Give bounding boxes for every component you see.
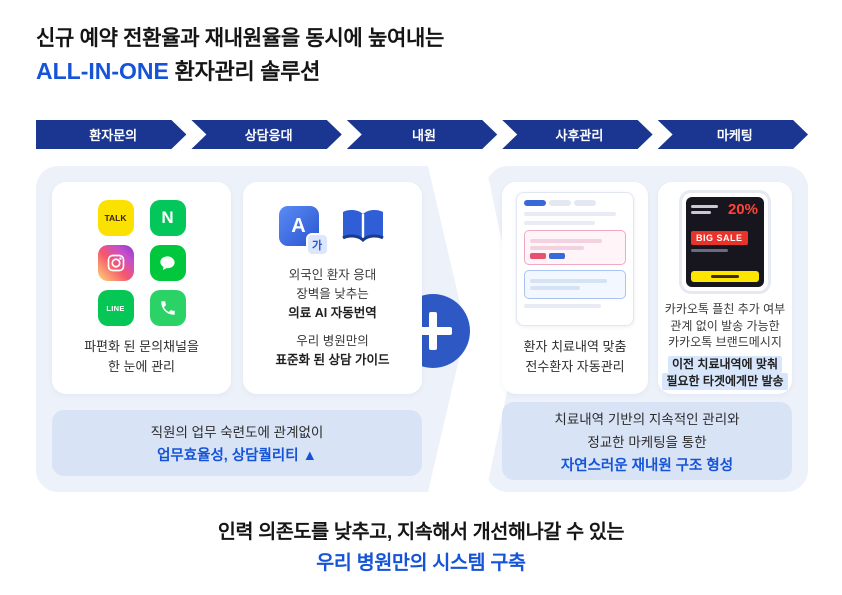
right-benefit-banner: 치료내역 기반의 지속적인 관리와 정교한 마케팅을 통한 자연스러운 재내원 …: [502, 402, 792, 480]
chat-bubble-icon: [149, 245, 186, 281]
preview-text-line: [530, 246, 584, 250]
preview-tags: [530, 253, 620, 259]
preview-tab-active: [524, 200, 546, 206]
preview-info-box: [524, 270, 626, 299]
caption-spacer: [243, 322, 422, 332]
naver-icon: N: [149, 200, 186, 236]
guide-caption-line1: 우리 병원만의: [296, 334, 369, 349]
translation-caption: 외국인 환자 응대 장벽을 낮추는 의료 AI 자동번역 우리 병원만의 표준화…: [243, 266, 422, 370]
marketing-highlight-line1: 이전 치료내역에 맞춰: [667, 355, 783, 374]
step-label: 환자문의: [89, 128, 138, 143]
left-banner-highlight: 업무효율성, 상담퀄리티 ▲: [157, 448, 317, 464]
translate-icon-letter-ga: 가: [305, 233, 329, 256]
translation-card: A 가 외국인 환자 응대 장벽을 낮추는 의료 AI 자동번역 우리 병원만의…: [243, 182, 422, 394]
left-benefit-banner: 직원의 업무 숙련도에 관계없이 업무효율성, 상담퀄리티 ▲: [52, 410, 422, 476]
preview-tag-red: [530, 253, 546, 259]
right-banner-line2: 정교한 마케팅을 통한: [587, 434, 707, 450]
channels-caption-line2: 한 눈에 관리: [107, 358, 176, 374]
preview-tabs: [524, 200, 626, 206]
headline-line2: ALL-IN-ONE 환자관리 솔루션: [36, 54, 320, 86]
naver-icon-label: N: [161, 208, 174, 227]
preview-tab: [549, 200, 571, 206]
guide-caption-line2: 표준화 된 상담 가이드: [275, 353, 390, 367]
phone-preview: 20% BIG SALE: [679, 190, 771, 294]
marketing-caption-line1: 카카오톡 플친 추가 여부: [664, 302, 786, 316]
channels-caption-line1: 파편화 된 문의채널을: [84, 339, 199, 354]
preview-tab: [574, 200, 596, 206]
left-banner-line1: 직원의 업무 숙련도에 관계없이: [150, 425, 324, 440]
promo-text-line: [691, 249, 729, 252]
crm-caption-line1: 환자 치료내역 맞춤: [523, 339, 627, 354]
right-banner-line1: 치료내역 기반의 지속적인 관리와: [554, 411, 740, 427]
step-marketing: 마케팅: [658, 120, 808, 149]
headline-accent: ALL-IN-ONE: [36, 58, 169, 84]
line-icon: LINE: [97, 290, 134, 326]
channels-caption: 파편화 된 문의채널을 한 눈에 관리: [52, 337, 231, 376]
channels-card: TALK N LINE 파편화 된 문의채널을 한 눈에 관리: [52, 182, 231, 394]
step-label: 내원: [412, 128, 436, 143]
crm-card: 환자 치료내역 맞춤 전수환자 자동관리: [502, 182, 648, 394]
footer-line1: 인력 의존도를 낮추고, 지속해서 개선해나갈 수 있는: [217, 521, 625, 543]
marketing-card: 20% BIG SALE 카카오톡 플친 추가 여부 관계 없이 발송 가능한 …: [658, 182, 792, 394]
translation-caption-line1: 외국인 환자 응대: [288, 268, 377, 282]
whatsapp-icon: [149, 290, 186, 326]
open-book-icon: [339, 207, 387, 250]
step-visit: 내원: [347, 120, 497, 149]
kakao-button: [691, 271, 759, 282]
translation-caption-line3: 의료 AI 자동번역: [288, 305, 377, 320]
translation-caption-line2: 장벽을 낮추는: [296, 286, 369, 301]
headline-line1: 신규 예약 전환율과 재내원율을 동시에 높여내는: [36, 27, 445, 50]
headline-rest: 환자관리 솔루션: [168, 59, 321, 84]
preview-text-line: [530, 286, 580, 290]
instagram-icon: [97, 245, 134, 281]
marketing-highlight-line2: 필요한 타겟에게만 발송: [662, 373, 788, 391]
footer-line2: 우리 병원만의 시스템 구축: [316, 552, 526, 574]
step-consult-response: 상담응대: [191, 120, 341, 149]
plus-bar-vertical: [429, 312, 437, 350]
preview-tag-blue: [549, 253, 565, 259]
process-steps: 환자문의 상담응대 내원 사후관리 마케팅: [36, 120, 808, 149]
crm-caption-line2: 전수환자 자동관리: [525, 358, 625, 374]
marketing-caption-line2: 관계 없이 발송 가능한: [670, 318, 780, 333]
crm-caption: 환자 치료내역 맞춤 전수환자 자동관리: [502, 337, 648, 376]
promo-sale-badge: BIG SALE: [691, 231, 748, 245]
kakaotalk-icon: TALK: [97, 200, 134, 236]
step-label: 상담응대: [244, 128, 293, 143]
promo-text-line: [691, 205, 719, 208]
right-banner-highlight: 자연스러운 재내원 구조 형성: [560, 457, 734, 474]
promo-text-line: [691, 211, 712, 214]
marketing-highlight: 이전 치료내역에 맞춰 필요한 타겟에게만 발송: [658, 355, 792, 391]
preview-text-line: [530, 279, 607, 283]
preview-text-line: [524, 221, 596, 225]
step-label: 마케팅: [716, 128, 753, 143]
marketing-caption-line3: 카카오톡 브랜드메시지: [668, 335, 782, 350]
kakaotalk-icon-label: TALK: [104, 213, 127, 223]
preview-text-line: [530, 239, 602, 243]
step-followup: 사후관리: [502, 120, 652, 149]
marketing-caption: 카카오톡 플친 추가 여부 관계 없이 발송 가능한 카카오톡 브랜드메시지: [658, 301, 792, 351]
preview-text-line: [524, 304, 601, 308]
translate-icon: A 가: [278, 206, 329, 256]
line-icon-label: LINE: [106, 303, 125, 313]
preview-text-line: [524, 212, 616, 216]
step-patient-inquiry: 환자문의: [36, 120, 186, 149]
channel-icon-grid: TALK N LINE: [52, 182, 231, 326]
crm-screenshot-preview: [516, 192, 634, 326]
promo-banner-preview: 20% BIG SALE: [686, 197, 764, 287]
promo-discount: 20%: [727, 201, 758, 218]
translation-icons: A 가: [243, 182, 422, 256]
step-label: 사후관리: [555, 128, 604, 143]
preview-highlight-box: [524, 230, 626, 265]
kakao-button-label-bar: [711, 275, 739, 278]
